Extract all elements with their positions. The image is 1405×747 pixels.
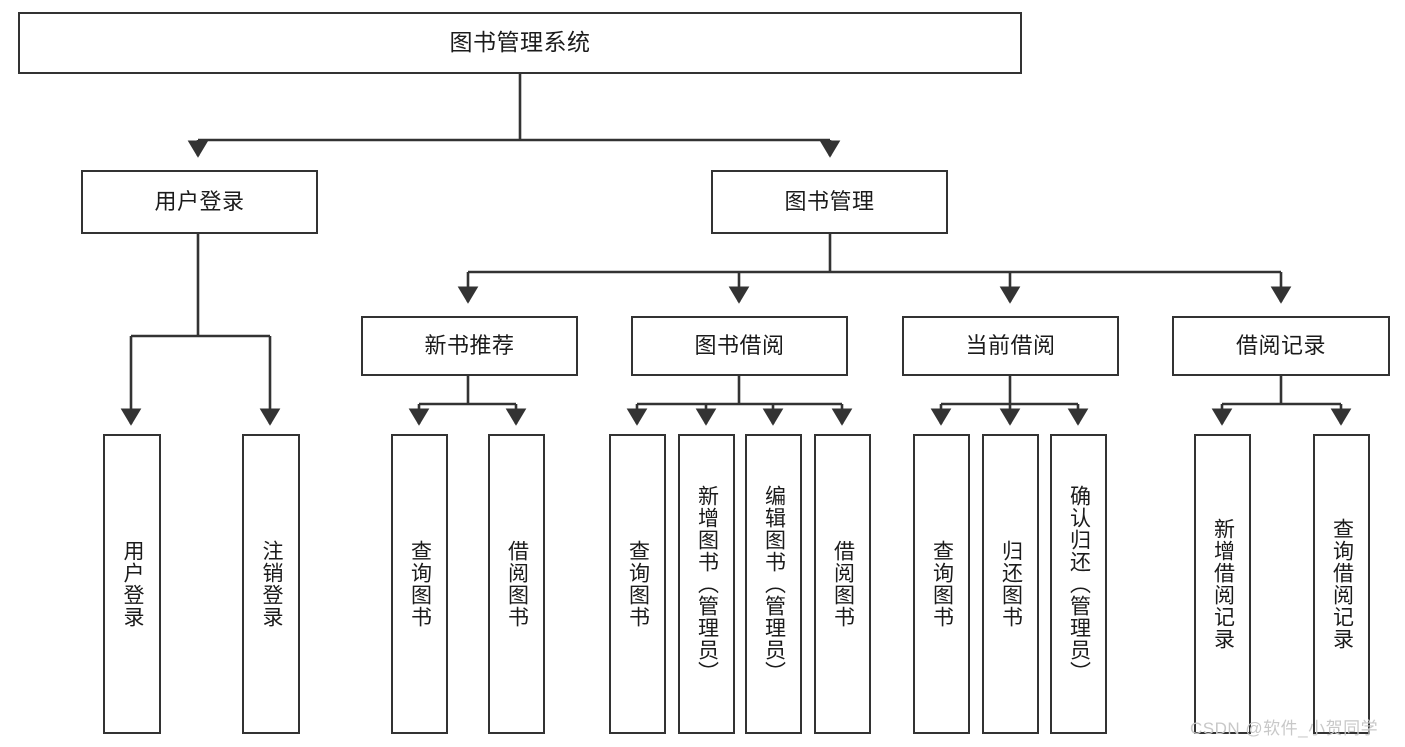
node-label: 编辑图书（管理员） (762, 485, 786, 683)
node-leaf-add-book[interactable]: 新增图书（管理员） (678, 434, 735, 734)
node-borrow-record[interactable]: 借阅记录 (1172, 316, 1390, 376)
node-leaf-query-book-2[interactable]: 查询图书 (609, 434, 666, 734)
node-leaf-user-login[interactable]: 用户登录 (103, 434, 161, 734)
node-label: 新增图书（管理员） (695, 485, 719, 683)
node-label: 图书管理系统 (449, 29, 591, 56)
node-leaf-return-book[interactable]: 归还图书 (982, 434, 1039, 734)
node-label: 查询图书 (408, 540, 432, 628)
node-label: 图书管理 (784, 189, 875, 215)
node-book-borrow[interactable]: 图书借阅 (631, 316, 848, 376)
node-label: 查询借阅记录 (1330, 518, 1354, 650)
node-label: 查询图书 (626, 540, 650, 628)
node-label: 借阅记录 (1235, 333, 1326, 359)
node-label: 新书推荐 (424, 333, 515, 359)
watermark: CSDN @软件_小贺同学 (1190, 719, 1379, 738)
node-leaf-edit-book[interactable]: 编辑图书（管理员） (745, 434, 802, 734)
node-label: 查询图书 (930, 540, 954, 628)
node-root-system[interactable]: 图书管理系统 (18, 12, 1022, 74)
node-book-manage[interactable]: 图书管理 (711, 170, 948, 234)
node-leaf-query-book-1[interactable]: 查询图书 (391, 434, 448, 734)
node-leaf-query-record[interactable]: 查询借阅记录 (1313, 434, 1370, 734)
node-leaf-add-record[interactable]: 新增借阅记录 (1194, 434, 1251, 734)
node-label: 注销登录 (260, 540, 284, 628)
node-label: 确认归还（管理员） (1067, 485, 1091, 683)
node-label: 归还图书 (999, 540, 1023, 628)
node-label: 用户登录 (121, 540, 145, 628)
node-new-book-recommend[interactable]: 新书推荐 (361, 316, 578, 376)
node-label: 借阅图书 (505, 540, 529, 628)
node-label: 当前借阅 (965, 333, 1056, 359)
node-user-login[interactable]: 用户登录 (81, 170, 318, 234)
node-label: 新增借阅记录 (1211, 518, 1235, 650)
node-leaf-confirm-return[interactable]: 确认归还（管理员） (1050, 434, 1107, 734)
node-leaf-borrow-book-1[interactable]: 借阅图书 (488, 434, 545, 734)
node-leaf-logout-login[interactable]: 注销登录 (242, 434, 300, 734)
node-label: 用户登录 (154, 189, 245, 215)
node-leaf-borrow-book-2[interactable]: 借阅图书 (814, 434, 871, 734)
node-leaf-query-book-3[interactable]: 查询图书 (913, 434, 970, 734)
node-label: 借阅图书 (831, 540, 855, 628)
node-current-borrow[interactable]: 当前借阅 (902, 316, 1119, 376)
node-label: 图书借阅 (694, 333, 785, 359)
